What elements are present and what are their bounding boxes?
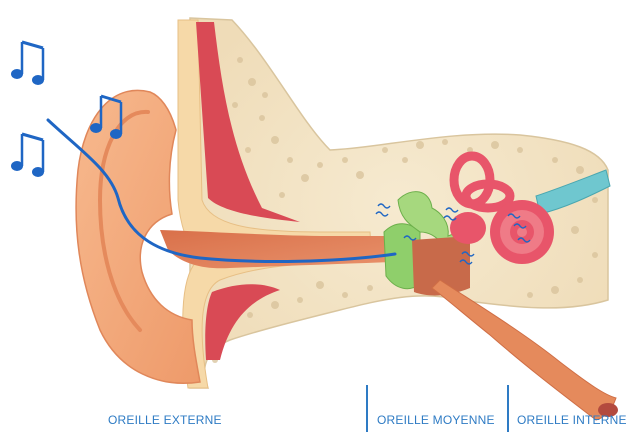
label-inner-ear: OREILLE INTERNE <box>517 413 627 427</box>
music-note-icon <box>11 134 44 177</box>
music-note-icon <box>11 42 44 85</box>
label-outer-ear: OREILLE EXTERNE <box>108 413 222 427</box>
divider-middle-inner <box>507 385 509 432</box>
vestibule <box>450 212 486 244</box>
cochlea <box>490 200 554 264</box>
divider-outer-middle <box>366 385 368 432</box>
label-middle-ear: OREILLE MOYENNE <box>377 413 495 427</box>
